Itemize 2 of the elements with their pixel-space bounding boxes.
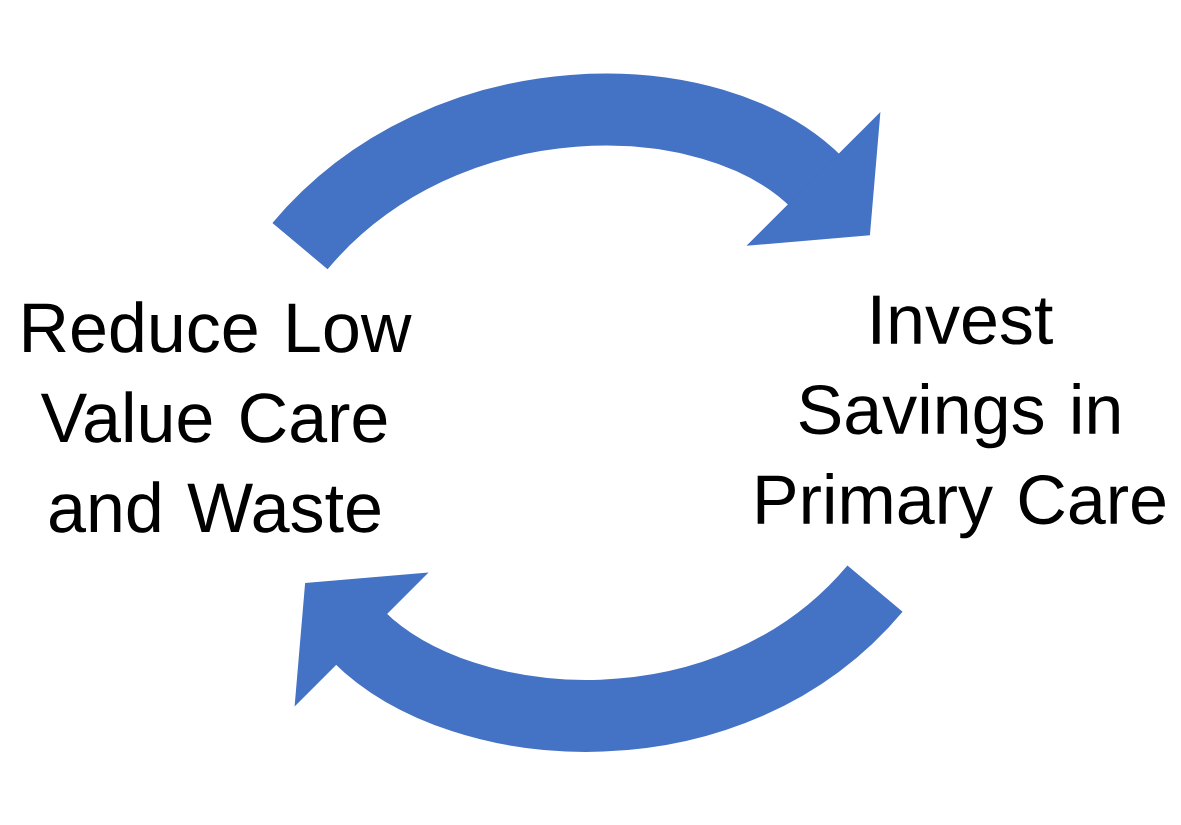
node-text: Reduce Low Value Care and Waste	[24, 301, 412, 533]
node-text: Invest Savings in Primary Care	[757, 295, 1165, 539]
